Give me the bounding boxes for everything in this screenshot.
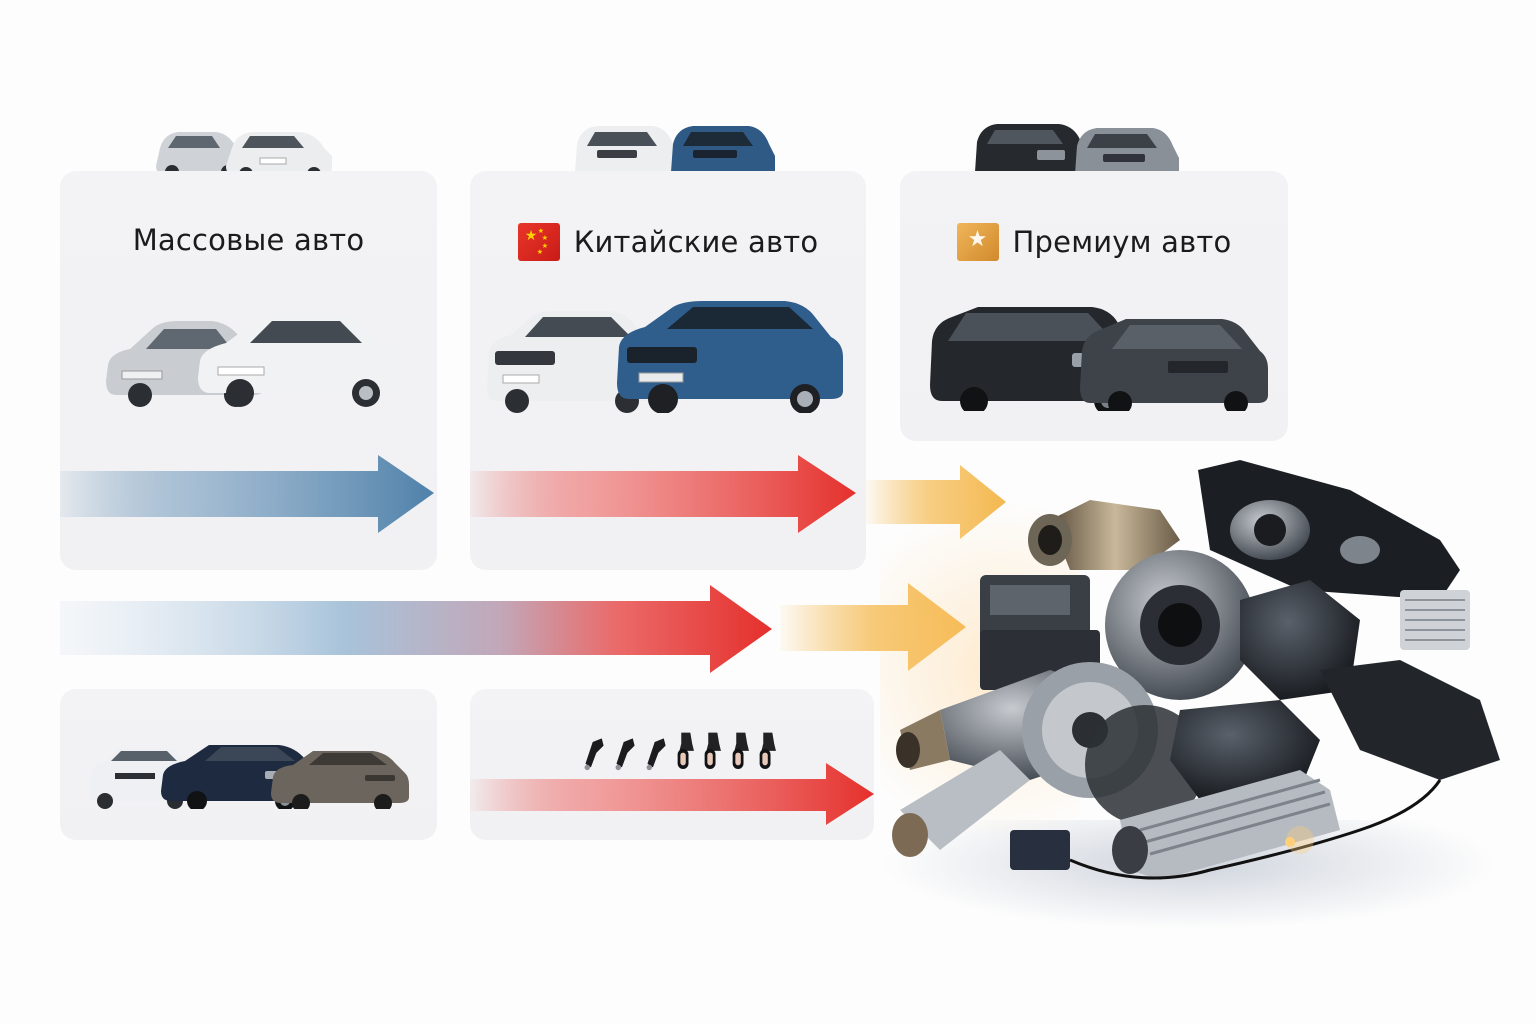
chinese-cars-title-text: Китайские авто	[573, 225, 819, 259]
sensor-icon	[760, 732, 777, 769]
mass-flow-arrow	[60, 451, 435, 537]
ignition-coil-icon	[584, 738, 604, 771]
bronze-sedan-image	[265, 745, 415, 809]
sensor-icon	[704, 732, 722, 769]
premium-main-cars	[922, 299, 1272, 411]
card-mass-cars: Массовые авто	[60, 171, 437, 570]
sedan-cars	[89, 729, 410, 809]
card-sedans	[60, 689, 437, 840]
sensor-icon	[732, 732, 749, 769]
combined-flow-arrow	[60, 583, 776, 675]
white-crossover-image	[481, 303, 661, 413]
ignition-coil-icon	[615, 738, 635, 771]
mass-cars-title-text: Массовые авто	[132, 223, 365, 257]
premium-star-flag-icon: ★	[956, 223, 999, 261]
sensor-icon	[677, 732, 694, 769]
mass-cars-title: Массовые авто	[60, 223, 437, 257]
china-flag-icon: ★ ★ ★ ★ ★	[517, 223, 560, 261]
mass-main-cars	[100, 299, 410, 409]
gray-suv-main-image	[1072, 311, 1272, 411]
components-row	[580, 725, 780, 773]
chinese-cars-title: ★ ★ ★ ★ ★ Китайские авто	[470, 223, 866, 261]
premium-flow-arrow	[866, 463, 1011, 543]
premium-cars-title-text: Премиум авто	[1012, 225, 1232, 259]
card-chinese-cars: ★ ★ ★ ★ ★ Китайские авто	[470, 171, 866, 570]
chinese-main-cars	[480, 295, 850, 413]
chinese-flow-arrow	[470, 451, 860, 537]
ignition-coil-icon	[646, 738, 667, 771]
card-components	[470, 689, 874, 840]
white-sedan-image	[190, 297, 410, 409]
auto-parts-pile-image	[880, 450, 1520, 920]
premium-cars-title: ★ Премиум авто	[900, 223, 1288, 261]
combined-gold-arrow	[780, 583, 970, 673]
components-flow-arrow	[470, 763, 880, 829]
card-premium-cars: ★ Премиум авто	[900, 171, 1288, 441]
blue-crossover-image	[609, 295, 849, 413]
